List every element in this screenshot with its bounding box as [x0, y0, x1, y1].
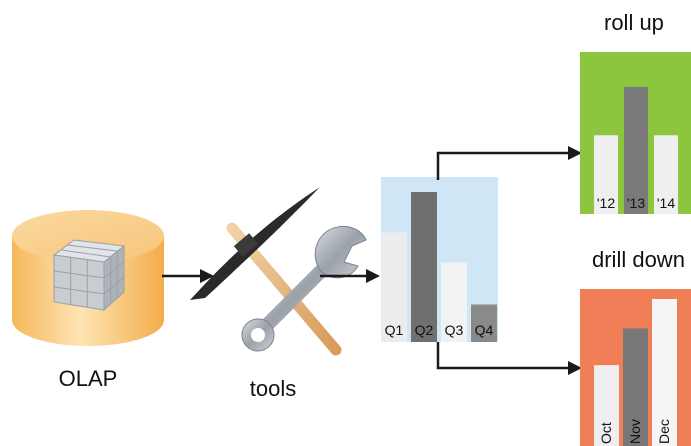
- rollup-label: roll up: [604, 10, 664, 35]
- drilldown_chart-tick-label-2: Dec: [656, 419, 672, 444]
- olap-database-icon: [12, 210, 164, 346]
- rollup_chart-tick-label-0: '12: [597, 195, 615, 211]
- drilldown_chart-bar-2: [652, 299, 677, 446]
- quarter_chart-bar-0: [381, 232, 407, 342]
- olap-label: OLAP: [59, 366, 118, 391]
- tools-icon: [190, 187, 367, 356]
- drilldown-bar-chart: Oct Nov Dec: [580, 289, 691, 446]
- rollup_chart-tick-label-1: '13: [627, 195, 645, 211]
- quarter_chart-bar-1: [411, 192, 437, 342]
- quarter_chart-tick-label-1: Q2: [415, 322, 434, 338]
- data-cube-icon: [52, 239, 126, 312]
- rollup_chart-tick-label-2: '14: [657, 195, 675, 211]
- quarter_chart-tick-label-3: Q4: [475, 322, 494, 338]
- quarter-bar-chart: Q1 Q2 Q3 Q4: [381, 177, 498, 342]
- drilldown_chart-bar-0: [594, 365, 619, 446]
- arrow-chart-to-rollup: [436, 146, 582, 180]
- quarter_chart-bar-2: [441, 262, 467, 342]
- arrow-tools-to-chart: [320, 269, 380, 283]
- drilldown-label: drill down: [592, 247, 685, 272]
- rollup_chart-bar-2: [654, 135, 678, 214]
- drilldown_chart-bar-1: [623, 328, 648, 446]
- rollup_chart-bar-0: [594, 135, 618, 214]
- arrow-chart-to-drilldown: [436, 342, 582, 375]
- quarter_chart-tick-label-0: Q1: [385, 322, 404, 338]
- rollup-bar-chart: '12 '13 '14: [580, 52, 691, 214]
- tools-label: tools: [250, 376, 296, 401]
- quarter_chart-bar-3: [471, 304, 497, 342]
- rollup_chart-bar-1: [624, 87, 648, 214]
- drilldown_chart-tick-label-0: Oct: [598, 422, 614, 444]
- quarter_chart-tick-label-2: Q3: [445, 322, 464, 338]
- drilldown_chart-tick-label-1: Nov: [627, 419, 643, 444]
- arrow-olap-to-tools: [162, 269, 214, 283]
